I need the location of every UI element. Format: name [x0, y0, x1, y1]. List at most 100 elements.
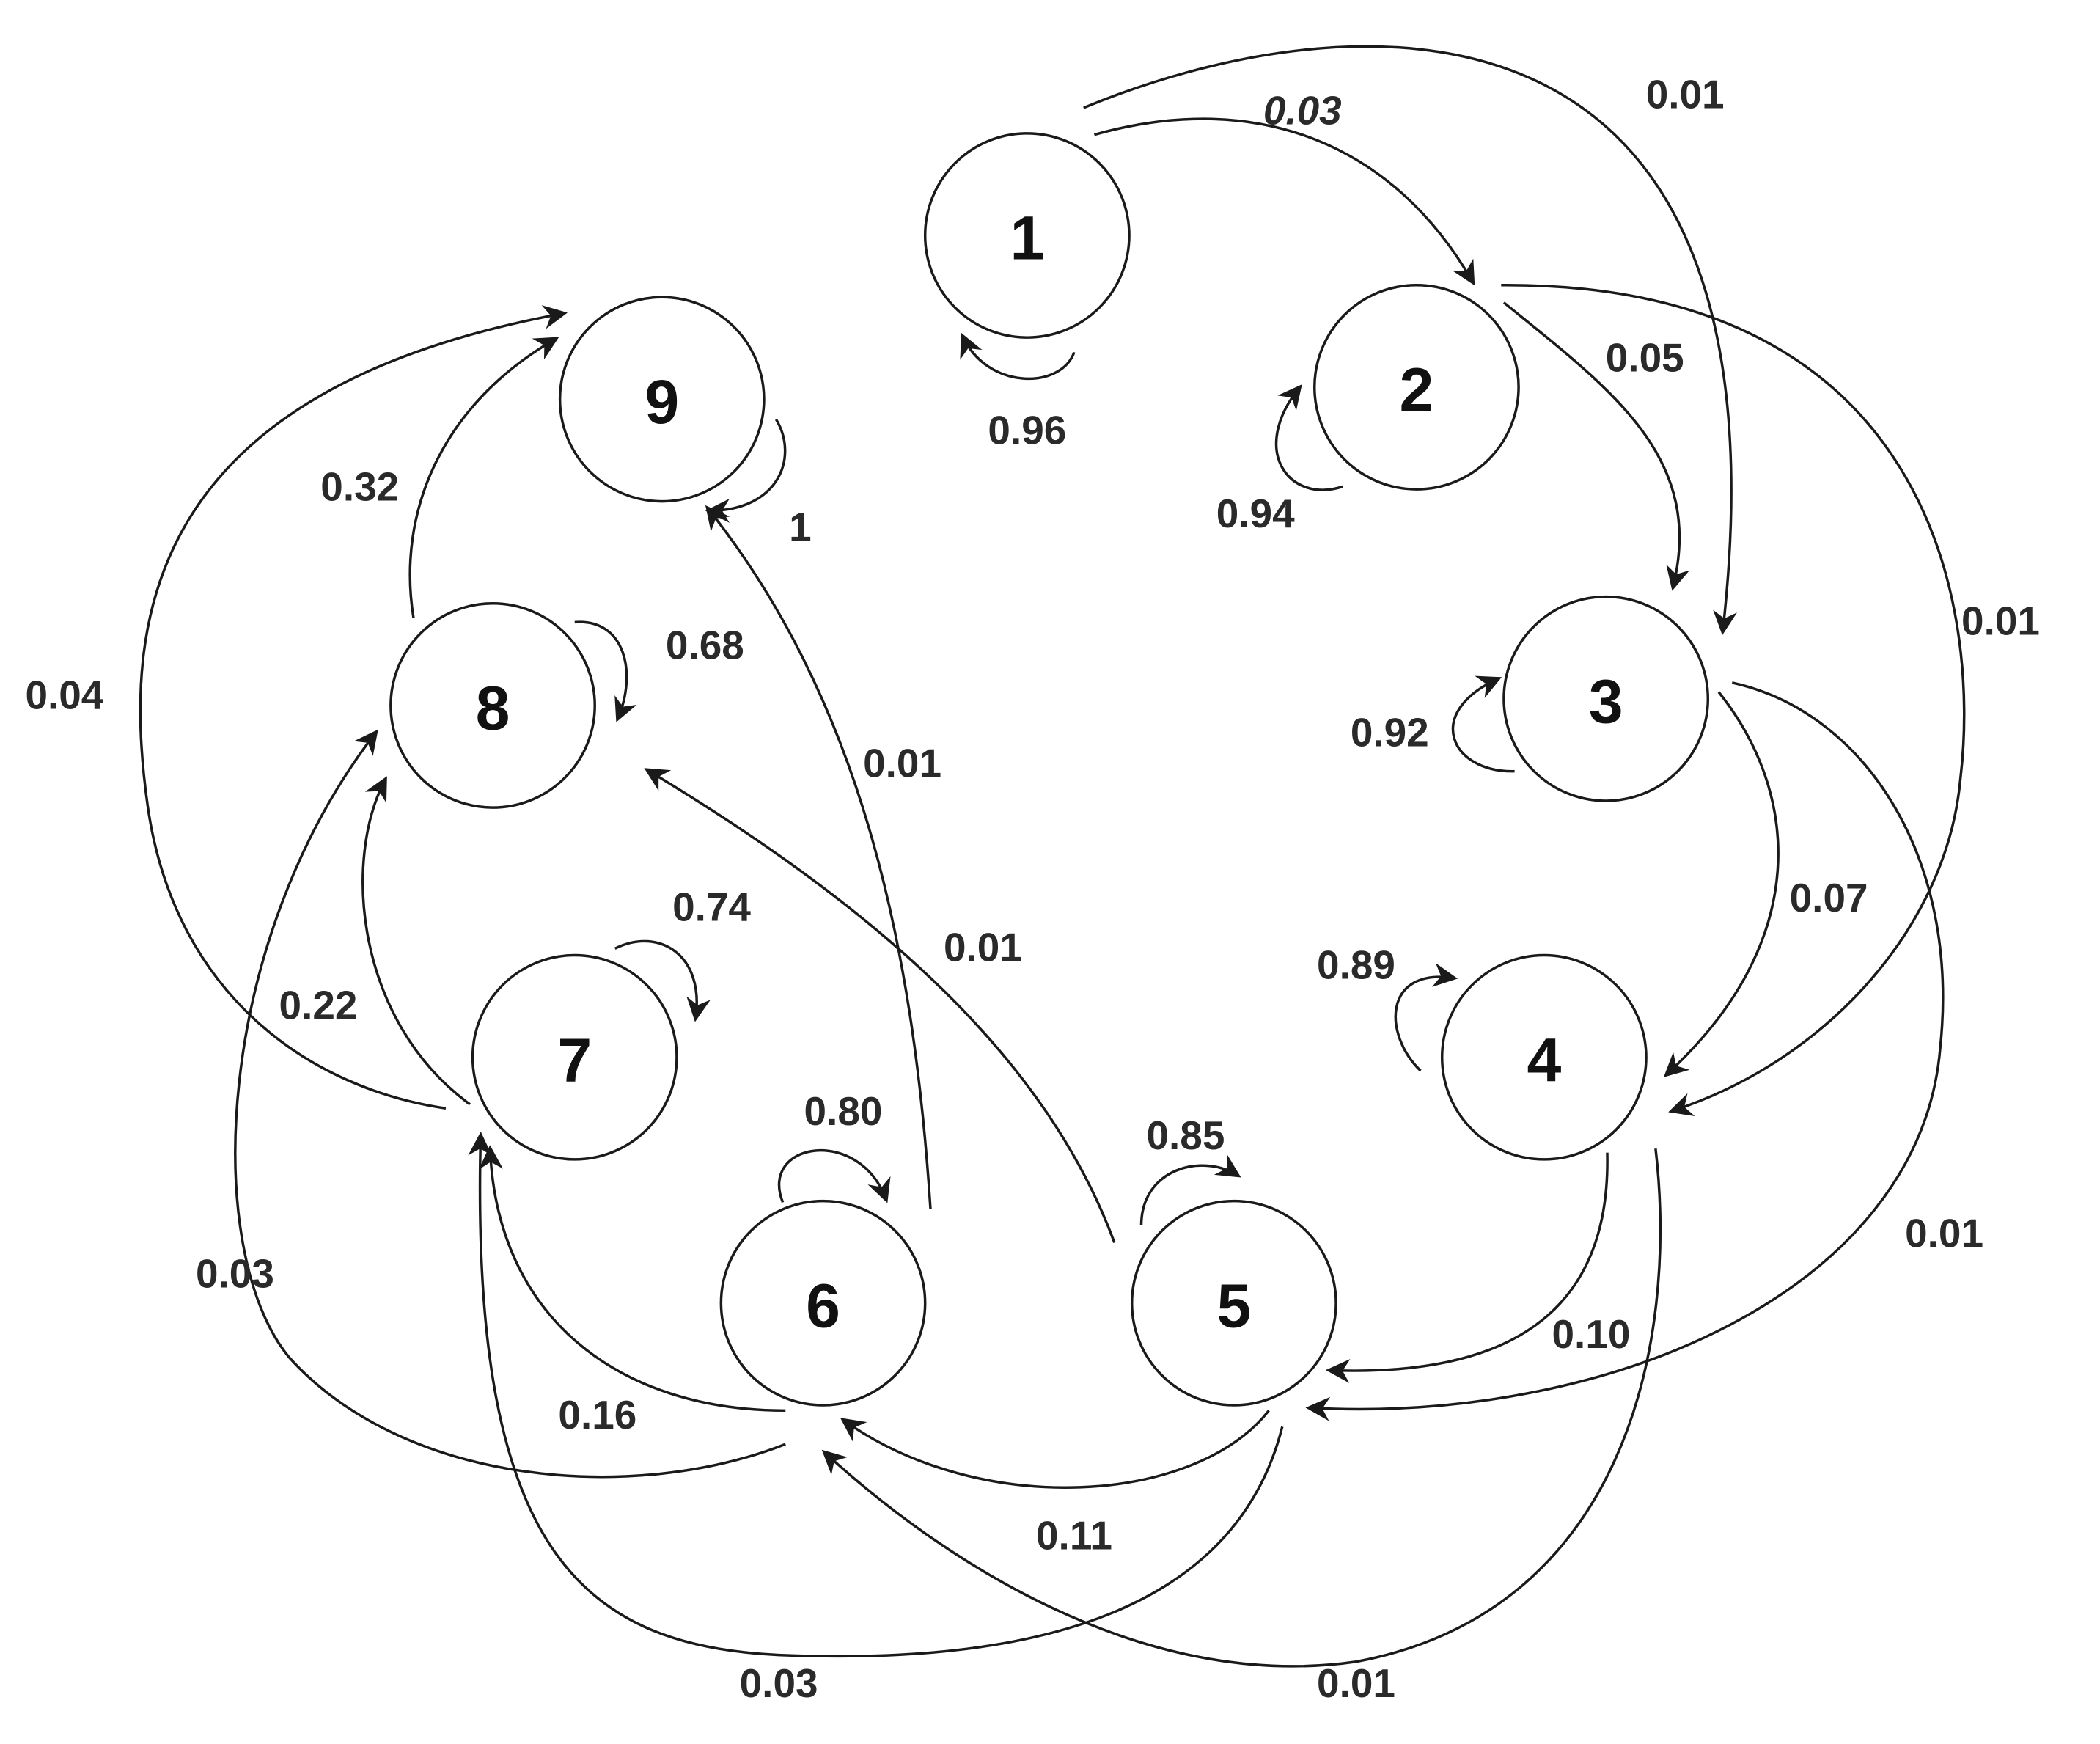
transition-probability-label: 0.01: [1646, 72, 1725, 117]
edge-1-1: 0.96: [960, 332, 1076, 453]
state-node-1: 1: [923, 132, 1131, 339]
transition-arrow-6-9: [705, 505, 932, 1209]
edge-8-8: 0.68: [574, 620, 744, 722]
self-loop-arrow-5-5: [1139, 1154, 1241, 1225]
transition-probability-label: 0.68: [666, 623, 744, 668]
edge-7-8: 0.22: [279, 776, 471, 1106]
edge-1-3: 0.01: [1083, 45, 1737, 636]
edge-7-7: 0.74: [614, 884, 751, 1022]
transition-probability-label: 0.74: [672, 884, 751, 930]
state-node-7: 7: [471, 953, 678, 1161]
edge-7-9: 0.04: [25, 305, 568, 1110]
transition-probability-label: 0.92: [1351, 710, 1429, 755]
transition-arrow-6-8: [234, 729, 786, 1479]
transition-probability-label: 0.94: [1216, 491, 1295, 536]
transition-arrow-8-9: [408, 337, 559, 619]
transition-arrow-3-4: [1663, 691, 1780, 1077]
state-node-5: 5: [1130, 1199, 1337, 1407]
state-node-2: 2: [1313, 284, 1520, 491]
transition-arrow-1-2: [1093, 117, 1475, 286]
self-loop-arrow-8-8: [574, 620, 637, 722]
transition-probability-label: 0.89: [1317, 942, 1395, 987]
transition-probability-label: 0.01: [1905, 1211, 1983, 1256]
transition-arrow-5-8: [644, 768, 1116, 1244]
transition-arrow-5-6: [840, 1410, 1270, 1489]
transition-probability-label: 0.85: [1146, 1113, 1225, 1158]
state-circle: [1502, 595, 1710, 802]
edge-5-5: 0.85: [1139, 1113, 1241, 1225]
state-circle: [471, 953, 678, 1161]
state-label: 8: [476, 674, 510, 743]
transition-arrow-5-7: [468, 1131, 1284, 1658]
state-label: 7: [557, 1025, 592, 1094]
state-label: 4: [1527, 1025, 1561, 1094]
edge-6-8: 0.03: [196, 729, 786, 1479]
transition-probability-label: 0.07: [1790, 875, 1868, 920]
state-circle: [389, 602, 596, 809]
edge-8-9: 0.32: [320, 337, 559, 619]
transition-probability-label: 0.03: [196, 1251, 274, 1297]
self-loop-arrow-2-2: [1275, 384, 1343, 491]
transition-probability-label: 0.11: [1036, 1513, 1112, 1558]
transition-probability-label: 0.01: [1961, 598, 2040, 644]
transition-probability-label: 0.05: [1606, 335, 1684, 381]
edge-6-7: 0.16: [479, 1145, 786, 1437]
transition-arrow-6-7: [479, 1145, 786, 1413]
transition-probability-label: 0.32: [320, 464, 399, 509]
edge-9-9: 1: [705, 418, 812, 549]
transition-arrow-4-6: [821, 1148, 1662, 1668]
self-loop-arrow-6-6: [777, 1148, 891, 1203]
edge-4-5: 0.10: [1325, 1152, 1631, 1383]
edge-2-2: 0.94: [1216, 384, 1343, 536]
transition-arrow-2-4: [1501, 284, 1966, 1117]
state-node-4: 4: [1440, 953, 1648, 1161]
state-label: 6: [806, 1271, 840, 1340]
edge-3-3: 0.92: [1351, 675, 1515, 773]
edge-5-7: 0.03: [468, 1131, 1284, 1706]
state-circle: [1440, 953, 1648, 1161]
transition-probability-label: 0.04: [25, 672, 103, 717]
state-label: 3: [1589, 667, 1623, 736]
edge-6-6: 0.80: [777, 1088, 891, 1203]
state-node-9: 9: [558, 296, 766, 503]
state-circle: [558, 296, 766, 503]
state-node-3: 3: [1502, 595, 1710, 802]
transition-probability-label: 0.10: [1552, 1311, 1631, 1357]
state-node-6: 6: [719, 1199, 927, 1407]
transition-probability-label: 0.03: [1263, 88, 1342, 133]
edge-4-4: 0.89: [1317, 942, 1458, 1072]
edge-2-4: 0.01: [1501, 284, 2040, 1117]
self-loop-arrow-9-9: [705, 418, 787, 523]
edge-5-8: 0.01: [644, 768, 1116, 1244]
transition-probability-label: 0.96: [988, 408, 1066, 453]
transition-probability-label: 1: [789, 504, 812, 549]
transition-arrow-7-8: [361, 776, 471, 1106]
edge-5-6: 0.11: [840, 1410, 1270, 1558]
transition-probability-label: 0.16: [558, 1392, 636, 1437]
state-label: 1: [1010, 204, 1044, 273]
edge-4-6: 0.01: [821, 1148, 1662, 1706]
edge-1-2: 0.03: [1093, 88, 1475, 286]
transition-arrow-2-3: [1502, 301, 1690, 591]
edge-6-9: 0.01: [705, 505, 941, 1209]
transition-probability-label: 0.01: [863, 741, 941, 786]
self-loop-arrow-4-4: [1394, 963, 1458, 1072]
transition-probability-label: 0.80: [804, 1088, 883, 1134]
transition-arrow-3-5: [1305, 681, 1945, 1421]
transition-arrow-7-9: [139, 305, 568, 1110]
state-circle: [719, 1199, 927, 1407]
transition-probability-label: 0.01: [1317, 1660, 1395, 1706]
state-circle: [1313, 284, 1520, 491]
edge-2-3: 0.05: [1502, 301, 1690, 591]
transition-probability-label: 0.01: [944, 925, 1022, 970]
state-node-8: 8: [389, 602, 596, 809]
nodes-layer: 1 2 3 4 5 6 7 8 9: [389, 132, 1710, 1407]
transition-arrow-1-3: [1083, 45, 1737, 636]
state-circle: [1130, 1199, 1337, 1407]
transition-arrow-4-5: [1325, 1152, 1609, 1383]
transition-probability-label: 0.22: [279, 982, 358, 1027]
state-label: 9: [645, 367, 679, 436]
state-label: 5: [1216, 1271, 1251, 1340]
state-label: 2: [1399, 356, 1433, 425]
